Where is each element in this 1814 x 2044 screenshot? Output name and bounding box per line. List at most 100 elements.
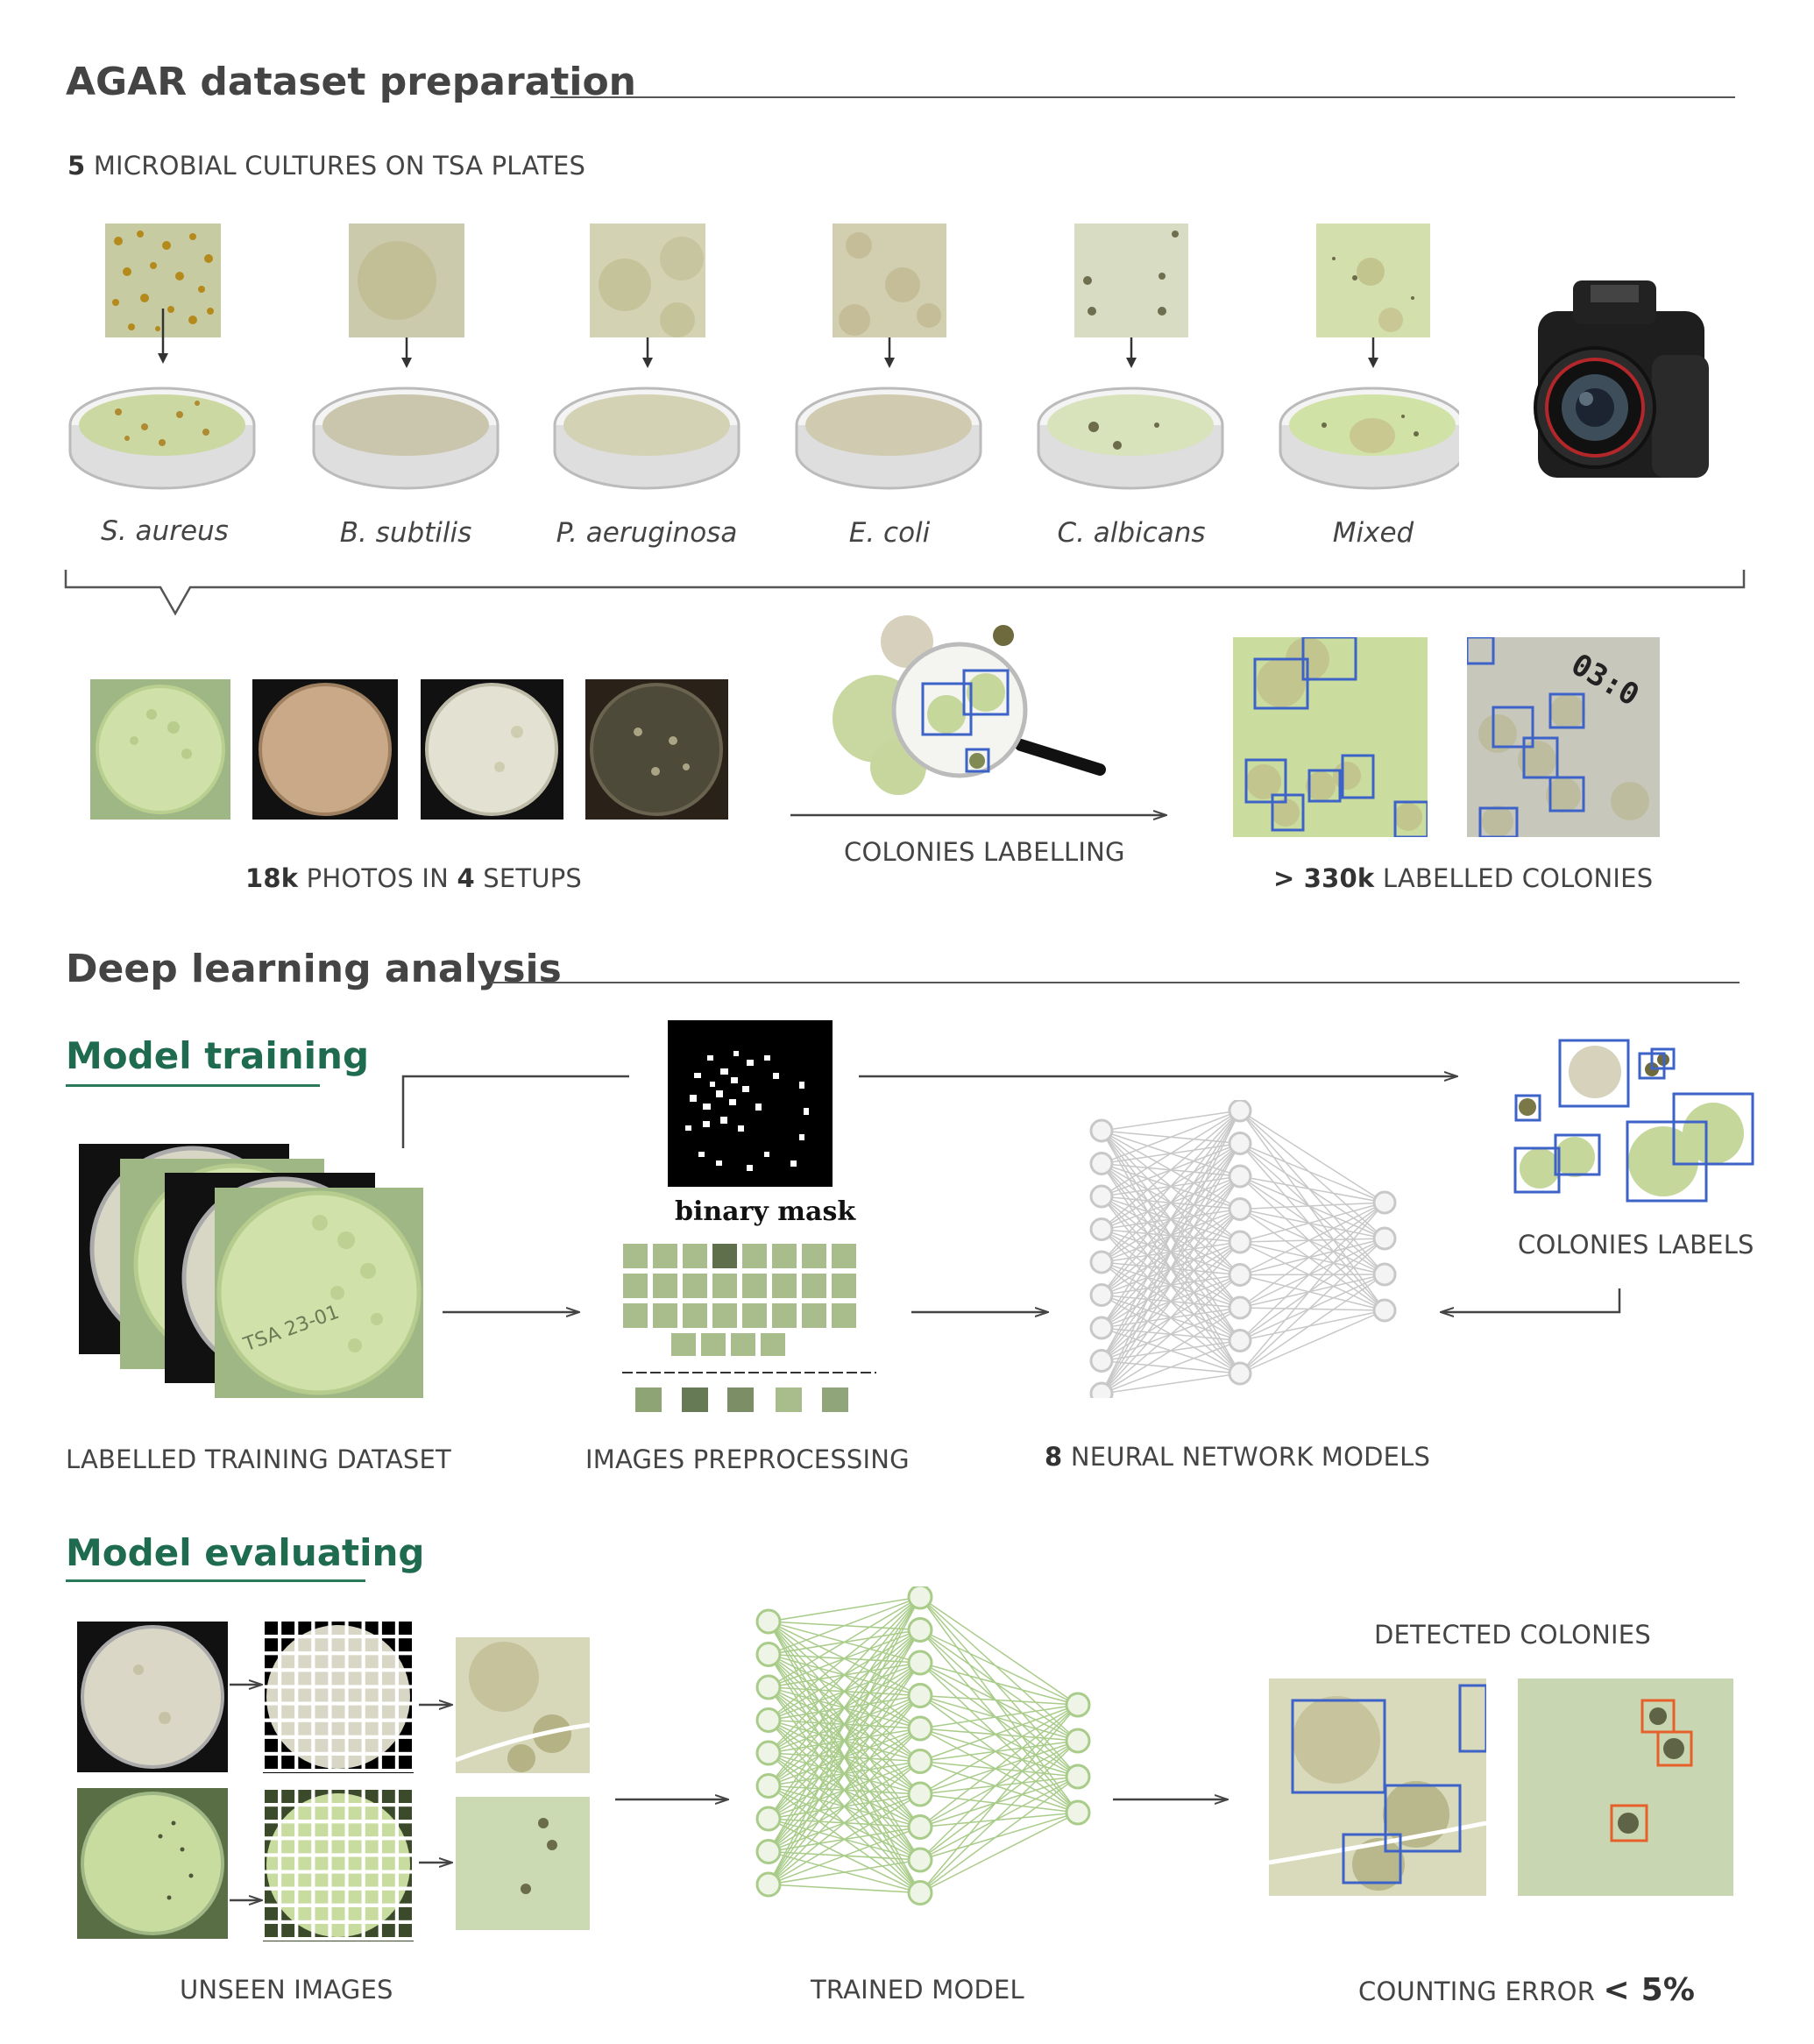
network-edge xyxy=(1239,1274,1385,1309)
species-s-aureus: S. aureus xyxy=(101,515,229,547)
plate-icon: TSA 23-01 xyxy=(216,1190,422,1395)
closeup-b-subtilis xyxy=(349,224,464,337)
unseen-image-1 xyxy=(77,1622,228,1772)
network-edge xyxy=(1239,1202,1385,1210)
section-title-dataset: AGAR dataset preparation xyxy=(66,60,636,104)
plate-icon xyxy=(81,1792,224,1935)
network-edge xyxy=(919,1662,1079,1813)
network-edge xyxy=(1101,1110,1241,1361)
network-edge xyxy=(1101,1143,1241,1395)
network-edge xyxy=(768,1695,921,1885)
subhead-rule xyxy=(66,1084,320,1087)
network-edge xyxy=(919,1740,1079,1763)
network-edge xyxy=(919,1776,1079,1894)
colony-boxes: 03:0 xyxy=(1467,637,1649,837)
plate-icon xyxy=(96,685,225,814)
species-e-coli: E. coli xyxy=(848,517,931,549)
network-node xyxy=(907,1749,933,1774)
labelled-count: > 330k xyxy=(1273,863,1375,893)
network-edge xyxy=(1239,1241,1385,1275)
network-edge xyxy=(1101,1110,1241,1329)
title-rule xyxy=(491,982,1740,983)
network-edge xyxy=(1239,1274,1385,1342)
labelled-image-1 xyxy=(1233,637,1428,837)
cultures-count: 5 xyxy=(67,151,86,181)
labelled-caption: > 330k LABELLED COLONIES xyxy=(1273,863,1653,893)
network-edge xyxy=(1239,1142,1385,1239)
network-edge xyxy=(919,1760,1079,1778)
photos-count: 18k xyxy=(245,863,299,893)
network-edge xyxy=(1101,1110,1241,1132)
network-edge xyxy=(919,1662,1079,1778)
camera-icon xyxy=(1534,280,1709,478)
network-edge xyxy=(1101,1175,1241,1395)
network-edge xyxy=(919,1728,1079,1813)
network-edge xyxy=(1239,1238,1385,1342)
network-edge xyxy=(1239,1309,1385,1374)
plate-icon xyxy=(425,683,558,816)
network-node xyxy=(1228,1197,1252,1221)
network-node xyxy=(907,1617,933,1643)
network-edge xyxy=(919,1728,1079,1778)
unseen-caption: UNSEEN IMAGES xyxy=(180,1975,393,2005)
network-edge xyxy=(919,1596,1079,1778)
network-node xyxy=(1228,1100,1252,1123)
network-edge xyxy=(1239,1110,1385,1239)
species-mixed: Mixed xyxy=(1332,517,1414,549)
models-label: NEURAL NETWORK MODELS xyxy=(1070,1442,1431,1472)
network-edge xyxy=(1239,1175,1385,1239)
binary-mask-label: binary mask xyxy=(675,1196,856,1227)
network-edge xyxy=(1239,1238,1385,1276)
network-edge xyxy=(1101,1274,1241,1395)
network-edge xyxy=(919,1662,1079,1706)
network-edge xyxy=(919,1704,1079,1729)
network-node xyxy=(1372,1262,1397,1287)
setup-photo-1 xyxy=(90,679,230,820)
network-edge xyxy=(768,1760,921,1885)
binary-mask-image xyxy=(668,1020,833,1187)
plate-icon xyxy=(81,1625,224,1769)
network-node xyxy=(755,1871,782,1898)
network-edge xyxy=(919,1812,1079,1861)
network-edge xyxy=(1101,1307,1241,1395)
error-label: COUNTING ERROR xyxy=(1358,1977,1596,2006)
network-edge xyxy=(1239,1241,1385,1311)
network-edge xyxy=(919,1694,1079,1778)
magnifier-icon xyxy=(833,615,1106,795)
models-count: 8 xyxy=(1045,1442,1063,1472)
network-edge xyxy=(768,1793,921,1885)
network-edge xyxy=(1101,1110,1241,1295)
network-node xyxy=(1089,1152,1114,1175)
network-edge xyxy=(1239,1142,1385,1275)
section-title-deep-learning: Deep learning analysis xyxy=(66,947,562,991)
network-edge xyxy=(768,1596,921,1656)
species-p-aeruginosa: P. aeruginosa xyxy=(556,517,738,549)
network-edge xyxy=(919,1704,1079,1861)
network-node xyxy=(755,1608,782,1635)
labelled-image-2: 03:0 xyxy=(1467,637,1660,837)
colony-boxes xyxy=(1610,1699,1693,1842)
network-node xyxy=(907,1814,933,1840)
neural-network-green xyxy=(755,1586,1091,1906)
photos-caption: 18k PHOTOS IN 4 SETUPS xyxy=(245,863,582,893)
closeup-p-aeruginosa xyxy=(590,224,705,337)
network-edge xyxy=(1101,1339,1241,1395)
network-edge xyxy=(768,1728,921,1885)
network-node xyxy=(1065,1728,1091,1754)
network-edge xyxy=(919,1694,1079,1706)
network-node xyxy=(755,1839,782,1864)
colony-icon xyxy=(358,241,436,320)
network-node xyxy=(755,1740,782,1766)
network-edge xyxy=(1101,1110,1241,1263)
network-edge xyxy=(1239,1208,1385,1275)
network-edge xyxy=(1239,1238,1385,1374)
network-edge xyxy=(919,1740,1079,1894)
unseen-image-2 xyxy=(77,1788,228,1939)
network-node xyxy=(907,1715,933,1742)
network-edge xyxy=(1239,1110,1385,1275)
network-edge xyxy=(1239,1274,1385,1311)
network-edge xyxy=(1239,1202,1385,1276)
